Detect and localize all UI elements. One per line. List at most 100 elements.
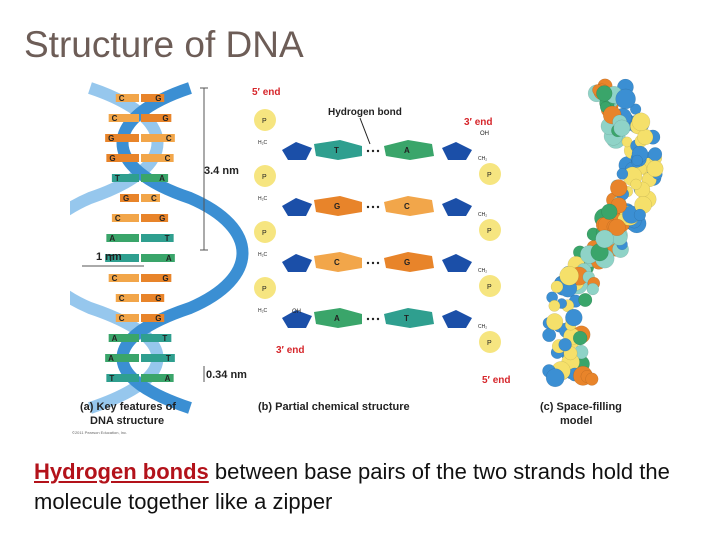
base-letter: A: [165, 374, 171, 383]
phosphate-right: [479, 331, 501, 353]
atom-sphere: [610, 179, 628, 197]
ch2-label: H₂C: [258, 252, 268, 258]
atom-sphere: [578, 292, 593, 307]
base-letter: G: [155, 294, 161, 303]
rung-right-half: [141, 334, 172, 342]
base-letter: C: [119, 314, 125, 323]
panel-c-caption-line2: model: [560, 415, 592, 427]
base-right: [384, 308, 434, 328]
atom-sphere: [559, 265, 579, 286]
hydrogen-bond-dot: [366, 261, 370, 265]
hydrogen-bond-dot: [366, 317, 370, 321]
atom-sphere: [648, 147, 663, 162]
phosphate-left: [254, 109, 276, 131]
rung-left-half: [108, 334, 139, 342]
slide-caption: Hydrogen bonds between base pairs of the…: [34, 457, 704, 517]
rung-left-half: [115, 294, 139, 302]
atom-sphere: [546, 313, 564, 331]
rung-right-half: [141, 114, 172, 122]
base-letter: G: [162, 274, 168, 283]
base-right-letter: A: [404, 146, 410, 155]
panel-a-caption-line2: DNA structure: [90, 415, 164, 427]
base-letter: G: [162, 114, 168, 123]
rung-right-half: [141, 134, 175, 142]
rung-right-half: [141, 174, 169, 182]
rung-right-half: [141, 354, 175, 362]
caption-highlight: Hydrogen bonds: [34, 459, 209, 484]
base-letter: G: [109, 154, 115, 163]
atom-sphere: [548, 299, 561, 312]
rung-left-half: [105, 254, 139, 262]
base-letter: C: [119, 94, 125, 103]
caption-text: between base pairs of the two strands ho…: [34, 459, 670, 514]
atom-sphere: [631, 154, 643, 166]
hydrogen-bond-dot: [366, 205, 370, 209]
phosphate-letter: P: [487, 172, 492, 179]
base-letter: C: [119, 294, 125, 303]
hydrogen-bond-dot: [366, 149, 370, 153]
atom-sphere: [601, 203, 618, 220]
bottom-left-3prime-label: 3′ end: [276, 345, 305, 356]
rung-left-half: [105, 354, 139, 362]
rung-right-half: [141, 214, 169, 222]
rung-left-half: [111, 174, 139, 182]
panel-a-dimensions: 3.4 nm 1 nm 0.34 nm: [82, 87, 247, 382]
base-letter: C: [166, 134, 172, 143]
hydrogen-bond-dot: [376, 149, 380, 153]
sugar-right: [442, 310, 472, 328]
atom-sphere: [615, 88, 636, 110]
rung-left-half: [115, 314, 139, 322]
sugar-left: [282, 198, 312, 216]
rung-left-half: [111, 214, 139, 222]
ch2-label: CH₂: [478, 324, 487, 330]
bottom-right-5prime-label: 5′ end: [482, 375, 511, 386]
base-letter: G: [108, 134, 114, 143]
base-letter: C: [165, 154, 171, 163]
phosphate-left: [254, 277, 276, 299]
phosphate-left: [254, 165, 276, 187]
panel-a-caption-line1: (a) Key features of: [80, 401, 176, 413]
sugar-right: [442, 142, 472, 160]
base-letter: C: [151, 194, 157, 203]
helix-pitch-label: 3.4 nm: [204, 165, 239, 177]
atom-sphere: [637, 128, 654, 146]
hydrogen-bond-dot: [371, 149, 375, 153]
rung-left-half: [120, 194, 139, 202]
sugar-left: [282, 310, 312, 328]
sugar-right: [442, 198, 472, 216]
top-left-5prime-label: 5′ end: [252, 87, 281, 98]
hydrogen-bond-dot: [376, 205, 380, 209]
atom-sphere: [572, 330, 588, 346]
slide-title: Structure of DNA: [24, 24, 304, 65]
helix-width-label: 1 nm: [96, 251, 122, 263]
bottom-oh-label: OH: [292, 309, 301, 315]
phosphate-left: [254, 221, 276, 243]
atom-sphere: [631, 112, 651, 132]
base-letter: G: [155, 94, 161, 103]
base-letter: T: [166, 354, 171, 363]
rung-left-half: [108, 274, 139, 282]
rung-left-half: [106, 234, 139, 242]
rung-right-half: [141, 194, 160, 202]
base-letter: A: [112, 334, 118, 343]
ch2-label: CH₂: [478, 212, 487, 218]
rung-right-half: [141, 234, 174, 242]
base-right-letter: T: [404, 314, 409, 323]
base-letter: A: [159, 174, 165, 183]
rise-per-base-label: 0.34 nm: [206, 369, 247, 381]
ch2-label: CH₂: [478, 156, 487, 162]
phosphate-right: [479, 219, 501, 241]
rung-right-half: [141, 254, 175, 262]
base-letter: A: [166, 254, 172, 263]
top-oh-label: OH: [480, 131, 489, 137]
atom-sphere: [616, 168, 629, 180]
sugar-left: [282, 142, 312, 160]
base-left-letter: A: [334, 314, 340, 323]
rung-right-half: [141, 314, 165, 322]
atom-sphere: [550, 280, 564, 294]
hydrogen-bond-dot: [371, 261, 375, 265]
phosphate-right: [479, 163, 501, 185]
